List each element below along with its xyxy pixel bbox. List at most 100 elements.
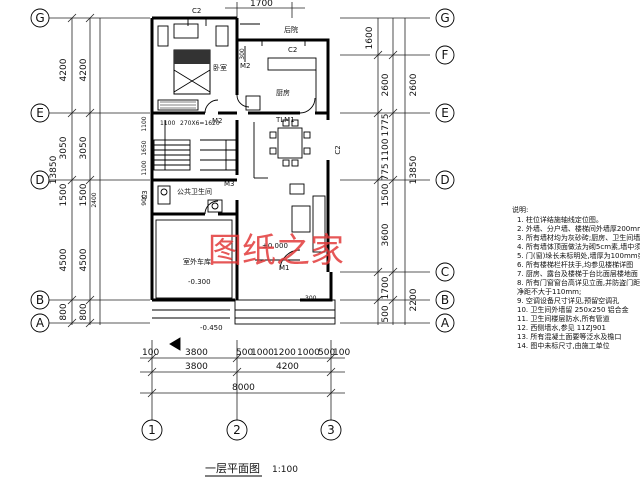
- note-line-1: 1. 柱位详结施轴线定位图。: [517, 215, 603, 224]
- dim-left-small-4: 1100: [141, 160, 148, 175]
- inner-lines: [152, 18, 336, 351]
- dim-left-outer-3: 1500: [59, 183, 69, 206]
- dim-bottom-1-g: 500: [318, 348, 335, 358]
- dim-interior-3: 300: [239, 48, 246, 60]
- label-bedroom: 卧室: [213, 63, 227, 72]
- note-line-8: 8. 所有门窗窗台高详见立面,并防盗门距: [517, 278, 640, 287]
- label-win-c3: C3: [141, 190, 149, 199]
- axis-right-b: B: [441, 293, 449, 307]
- dim-left-outer-total: 13850: [49, 155, 59, 184]
- note-line-4: 4. 所有墙体顶面做法为砌5cm素,墙中须设置: [517, 242, 640, 251]
- dim-left-inner-3: 1500: [79, 183, 89, 206]
- axis-left-e: E: [36, 106, 44, 120]
- axis-right-e: E: [441, 106, 449, 120]
- axis-bottom-3: 3: [327, 423, 335, 437]
- dim-left-outer-2: 3050: [59, 136, 69, 159]
- dim-right-outer-total: 13850: [409, 155, 419, 184]
- dim-bottom-1-d: 1000: [251, 348, 274, 358]
- note-line-10: 9. 空调设备尺寸详见,预留空调孔: [517, 296, 619, 305]
- axis-right-g: G: [440, 11, 449, 25]
- dim-right-inner-3: 1775: [381, 114, 391, 137]
- dim-bottom-1-b: 3800: [185, 348, 208, 358]
- axis-bubbles: [30, 8, 455, 441]
- label-door-m1: M1: [279, 264, 290, 272]
- label-win-c2a: C2: [192, 7, 201, 15]
- note-line-13: 12. 西侧墙水,参见 11ZJ901: [517, 323, 606, 332]
- label-win-c2c: C2: [334, 145, 342, 154]
- axis-left-d: D: [35, 173, 44, 187]
- label-kitchen: 厨房: [276, 88, 290, 97]
- wardrobe: [157, 99, 199, 111]
- bed: [173, 49, 211, 95]
- axis-left-a: A: [36, 316, 45, 330]
- dim-left-inner-4: 4500: [79, 248, 89, 271]
- dim-bottom-1-a: 100: [142, 348, 159, 358]
- dim-bottom-total: 8000: [232, 383, 255, 393]
- dim-left-inner-2: 3050: [79, 136, 89, 159]
- note-line-3: 3. 所有墙材均为灰砂砖;厨房、卫生间墙体: [517, 233, 640, 242]
- label-wc: 公共卫生间: [177, 187, 212, 196]
- drawing-title: 一层平面图: [205, 462, 260, 475]
- dim-right-inner-5: 775: [381, 163, 391, 180]
- dim-left-inner-1: 4200: [79, 58, 89, 81]
- axis-right-d: D: [440, 173, 449, 187]
- note-line-6: 6. 所有楼梯栏杆扶手,均参见楼梯详图: [517, 260, 633, 269]
- axis-bottom-2: 2: [233, 423, 241, 437]
- label-tlm1: TLM1: [275, 116, 295, 124]
- label-garage-elev: -0.300: [188, 278, 211, 286]
- dim-left-inner-5: 800: [79, 303, 89, 320]
- label-back-yard: 后院: [284, 25, 298, 34]
- label-entry-elev: ±0.000: [262, 242, 288, 250]
- axis-right-a: A: [441, 316, 450, 330]
- axis-left-b: B: [36, 293, 44, 307]
- note-line-12: 11. 卫生间楼层防水,所有管道: [517, 314, 610, 323]
- label-door-m2a: M2: [240, 62, 251, 70]
- axis-right-f: F: [442, 48, 449, 62]
- note-line-7: 7. 厨房、露台及楼梯于台比面层楼地面: [517, 269, 638, 278]
- watermark: 图纸之家: [208, 231, 344, 271]
- note-line-15: 14. 图中未标尺寸,由施工单位: [517, 341, 610, 350]
- axis-left-g: G: [35, 11, 44, 25]
- dim-left-small-2: 1100: [141, 116, 148, 131]
- dim-interior-1: 1100: [160, 120, 175, 127]
- dimension-lines: [48, 2, 430, 420]
- dim-right-outer-1: 2600: [409, 73, 419, 96]
- note-line-9: 净距不大于110mm;: [517, 287, 581, 296]
- label-door-m2b: M2: [212, 117, 223, 125]
- dim-bottom-2-a: 3800: [185, 362, 208, 372]
- note-line-11: 10. 卫生间外墙留 250x250 铝合金: [517, 305, 629, 314]
- label-win-c2b: C2: [288, 46, 297, 54]
- dim-left-small-1: 900: [141, 194, 148, 206]
- dim-bottom-2-b: 4200: [276, 362, 299, 372]
- dim-right-outer-3: 2200: [409, 288, 419, 311]
- dim-bottom-1-h: 100: [333, 348, 350, 358]
- label-door-m3: M3: [224, 180, 235, 188]
- notes-heading: 说明:: [512, 205, 528, 214]
- dim-left-outer-1: 4200: [59, 58, 69, 81]
- axis-bottom-1: 1: [148, 423, 156, 437]
- dim-right-inner-9: 500: [381, 305, 391, 322]
- dim-interior-4: 300: [305, 295, 317, 302]
- label-outside-elev: -0.450: [200, 324, 223, 332]
- label-garage: 室外车库: [183, 257, 211, 266]
- dim-left-outer-4: 4500: [59, 248, 69, 271]
- note-line-14: 13. 所有混凝土面要等泛水及檐口: [517, 332, 621, 341]
- dim-right-inner-7: 3600: [381, 223, 391, 246]
- dim-bottom-1-f: 1000: [297, 348, 320, 358]
- dim-right-inner-2: 2600: [381, 73, 391, 96]
- dim-interior-2: 270X6=1620: [180, 120, 220, 127]
- axis-right-c: C: [441, 265, 449, 279]
- dim-right-inner-4: 1100: [381, 138, 391, 161]
- dim-left-small-3: 1650: [141, 140, 148, 155]
- walls: [150, 16, 333, 302]
- dim-left-outer-5: 800: [59, 303, 69, 320]
- dim-right-inner-6: 1500: [381, 183, 391, 206]
- dim-left-small-5: 2400: [91, 192, 98, 207]
- dim-bottom-1-e: 1200: [273, 348, 296, 358]
- note-line-2: 2. 外墙、分户墙、楼梯间外墙厚200mm;: [517, 224, 640, 233]
- dim-top: 1700: [250, 0, 273, 9]
- dim-bottom-1-c: 500: [236, 348, 253, 358]
- dim-right-inner-1: 1600: [365, 26, 375, 49]
